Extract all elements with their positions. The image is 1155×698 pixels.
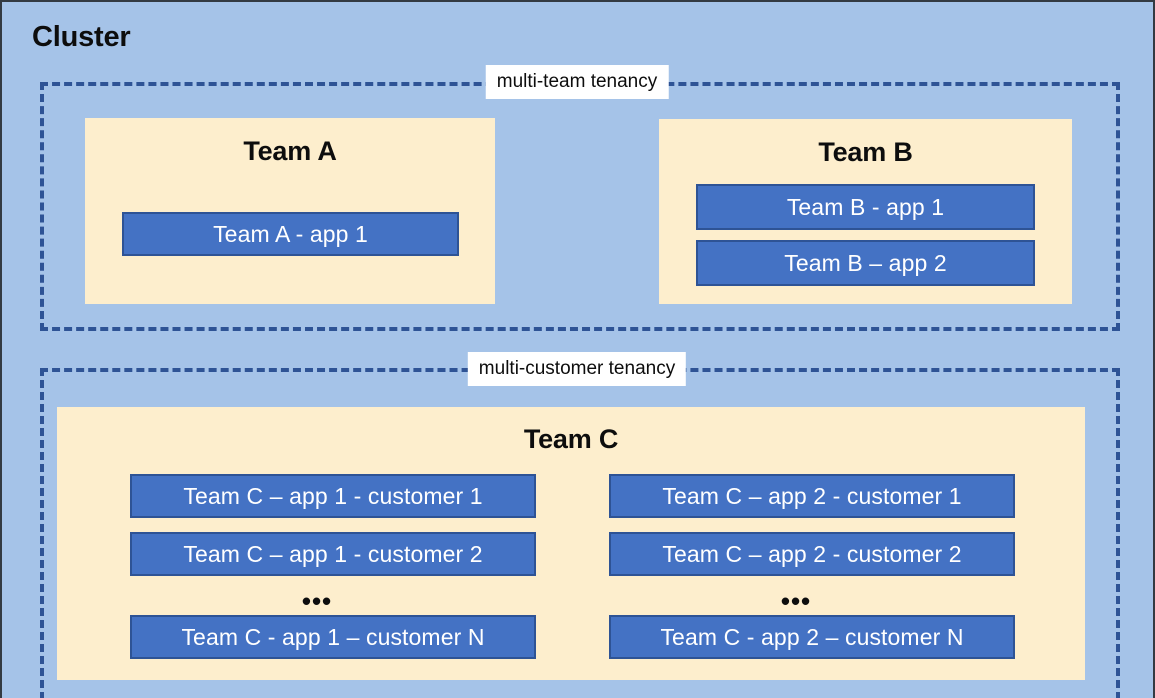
ellipsis-icon-app1: •••: [301, 586, 333, 616]
team-c-title: Team C: [523, 424, 619, 454]
tenancy-label-multi-team: multi-team tenancy: [485, 65, 669, 99]
team-panel-a: Team A: [85, 118, 495, 304]
app-box-team-c-app2-customer2[interactable]: Team C – app 2 - customer 2: [609, 532, 1015, 576]
app-box-team-c-app2-customerN[interactable]: Team C - app 2 – customer N: [609, 615, 1015, 659]
app-box-team-c-app1-customer1[interactable]: Team C – app 1 - customer 1: [130, 474, 536, 518]
app-box-team-c-app1-customerN[interactable]: Team C - app 1 – customer N: [130, 615, 536, 659]
team-b-title: Team B: [818, 137, 913, 167]
app-box-team-c-app2-customer1[interactable]: Team C – app 2 - customer 1: [609, 474, 1015, 518]
page-title: Cluster: [32, 21, 131, 53]
app-box-team-b-app-1[interactable]: Team B - app 1: [696, 184, 1035, 230]
team-a-title: Team A: [243, 136, 337, 166]
tenancy-label-multi-customer: multi-customer tenancy: [467, 352, 687, 386]
app-box-team-c-app1-customer2[interactable]: Team C – app 1 - customer 2: [130, 532, 536, 576]
app-box-team-b-app-2[interactable]: Team B – app 2: [696, 240, 1035, 286]
app-box-team-a-app-1[interactable]: Team A - app 1: [122, 212, 459, 256]
ellipsis-icon-app2: •••: [780, 586, 812, 616]
